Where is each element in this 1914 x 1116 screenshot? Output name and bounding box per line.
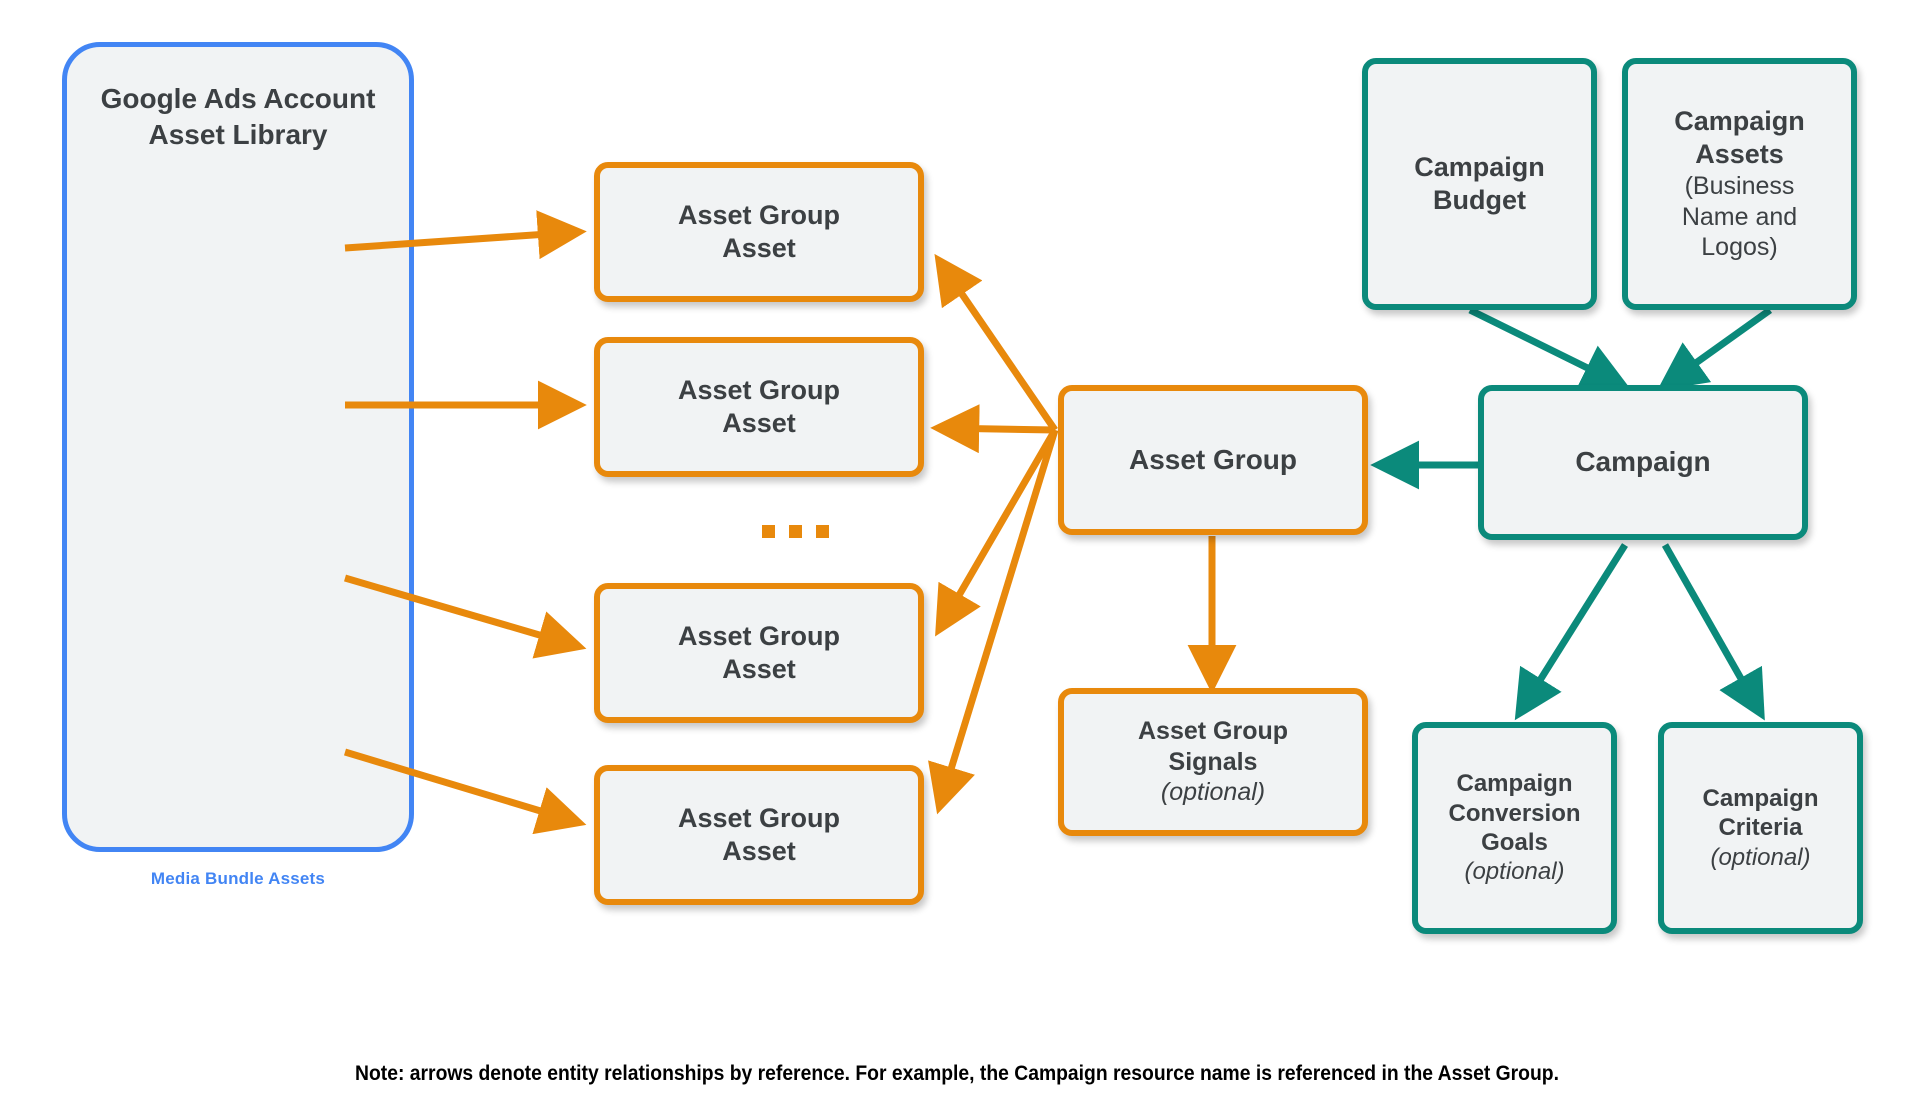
asset-group-signals-line2: Signals <box>1168 747 1258 776</box>
asset-group-asset-line2: Asset <box>722 654 796 684</box>
arrow-ag-to-aga4 <box>928 428 1059 815</box>
arrow-campaign-to-goals <box>1514 543 1628 721</box>
campaign-criteria-box[interactable]: Campaign Criteria (optional) <box>1658 722 1863 934</box>
campaign-assets-box[interactable]: Campaign Assets (Business Name and Logos… <box>1622 58 1857 310</box>
campaign-budget-line2: Budget <box>1433 185 1526 215</box>
campaign-box[interactable]: Campaign <box>1478 385 1808 540</box>
campaign-label: Campaign <box>1575 446 1711 478</box>
arrow-text-to-aga1 <box>344 210 587 260</box>
campaign-assets-sub1: (Business <box>1684 172 1795 201</box>
campaign-assets-sub3: Logos) <box>1701 233 1778 262</box>
campaign-assets-line2: Assets <box>1695 139 1784 170</box>
asset-group-asset-line2: Asset <box>722 408 796 438</box>
library-title-line2: Asset Library <box>148 118 328 150</box>
asset-group-asset-line2: Asset <box>722 233 796 263</box>
asset-group-asset-line1: Asset Group <box>677 621 841 652</box>
campaign-conversion-goals-line1: Campaign <box>1456 770 1573 798</box>
asset-group-signals-box[interactable]: Asset Group Signals (optional) <box>1058 688 1368 836</box>
asset-library-panel: Google Ads Account Asset Library <box>62 42 414 852</box>
arrow-ag-to-aga2 <box>930 404 1056 454</box>
asset-group-asset-box-3[interactable]: Asset Group Asset <box>594 583 924 723</box>
asset-group-asset-box-4[interactable]: Asset Group Asset <box>594 765 924 905</box>
campaign-budget-box[interactable]: Campaign Budget <box>1362 58 1597 310</box>
asset-group-box[interactable]: Asset Group <box>1058 385 1368 535</box>
campaign-criteria-line2: Criteria <box>1718 814 1803 842</box>
campaign-conversion-goals-optional: (optional) <box>1464 858 1565 886</box>
arrow-cta-to-aga4 <box>343 748 587 835</box>
campaign-budget-line1: Campaign <box>1414 152 1545 183</box>
asset-group-asset-box-1[interactable]: Asset Group Asset <box>594 162 924 302</box>
library-item-label: Media Bundle Assets <box>150 869 326 888</box>
asset-group-asset-box-2[interactable]: Asset Group Asset <box>594 337 924 477</box>
asset-group-asset-line1: Asset Group <box>677 375 841 406</box>
asset-group-asset-line1: Asset Group <box>677 200 841 231</box>
campaign-criteria-optional: (optional) <box>1710 843 1811 871</box>
asset-group-asset-line1: Asset Group <box>677 803 841 834</box>
arrow-ag-to-aga1 <box>934 253 1058 432</box>
asset-group-asset-line2: Asset <box>722 836 796 866</box>
arrow-ag-to-aga3 <box>935 428 1059 637</box>
arrow-campaign-to-criteria <box>1661 543 1765 721</box>
arrow-budget-to-campaign <box>1468 306 1631 390</box>
campaign-conversion-goals-line2: Conversion <box>1448 799 1581 827</box>
asset-group-signals-optional: (optional) <box>1160 778 1266 807</box>
campaign-assets-line1: Campaign <box>1674 106 1805 137</box>
footnote-text: Note: arrows denote entity relationships… <box>355 1062 1559 1085</box>
library-title: Google Ads Account Asset Library <box>67 81 409 153</box>
arrow-assets-to-campaign <box>1657 307 1773 391</box>
arrow-video-to-aga3 <box>344 574 587 659</box>
campaign-criteria-line1: Campaign <box>1702 785 1819 813</box>
library-title-line1: Google Ads Account <box>100 83 376 114</box>
asset-group-signals-line1: Asset Group <box>1137 717 1289 746</box>
campaign-conversion-goals-line3: Goals <box>1481 829 1548 856</box>
campaign-assets-sub2: Name and <box>1681 202 1798 231</box>
campaign-conversion-goals-box[interactable]: Campaign Conversion Goals (optional) <box>1412 722 1617 934</box>
ellipsis-indicator <box>762 525 829 538</box>
asset-group-label: Asset Group <box>1128 443 1298 475</box>
